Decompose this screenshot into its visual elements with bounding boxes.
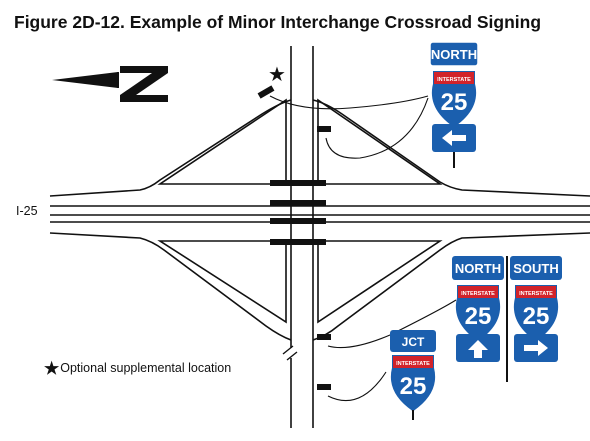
sign-location-markers xyxy=(257,85,331,390)
ramps-south xyxy=(49,232,590,341)
north-arrow-pointer xyxy=(52,72,118,88)
north-arrow xyxy=(52,66,168,102)
jct-label: JCT xyxy=(402,335,425,349)
legend: ★Optional supplemental location xyxy=(44,359,231,379)
cardinal-label: NORTH xyxy=(431,47,477,62)
ramp-island-se xyxy=(317,240,443,324)
cardinal-label: SOUTH xyxy=(513,261,559,276)
shield-top-label: INTERSTATE xyxy=(396,361,430,367)
sign-assembly-north-up: NORTH INTERSTATE 25 xyxy=(452,256,504,362)
cardinal-label: NORTH xyxy=(455,261,501,276)
cardinal-plaque xyxy=(510,256,562,280)
sign-assembly-north-left: NORTH INTERSTATE 25 xyxy=(429,41,479,168)
interstate-shield: INTERSTATE 25 xyxy=(513,285,559,341)
sign-assembly-south-right: SOUTH INTERSTATE 25 xyxy=(510,256,562,362)
route-number: 25 xyxy=(441,89,468,116)
sign-assembly-jct: JCT INTERSTATE 25 xyxy=(390,330,436,420)
up-arrow-icon xyxy=(468,340,488,358)
cardinal-plaque xyxy=(452,256,504,280)
shield-top-label: INTERSTATE xyxy=(437,77,471,83)
route-number: 25 xyxy=(400,373,427,400)
right-arrow-icon xyxy=(524,340,548,356)
route-number: 25 xyxy=(523,303,550,330)
cardinal-plaque xyxy=(429,41,479,67)
interstate-shield: INTERSTATE 25 xyxy=(390,355,436,411)
figure-title: Figure 2D-12. Example of Minor Interchan… xyxy=(14,12,542,32)
legend-text: Optional supplemental location xyxy=(60,361,232,375)
bridge-deck xyxy=(270,180,326,245)
ramp-island-nw xyxy=(157,98,287,185)
ramp-island-ne xyxy=(317,98,443,185)
interstate-shield: INTERSTATE 25 xyxy=(431,71,477,127)
interstate-shield: INTERSTATE 25 xyxy=(455,285,501,341)
left-arrow-icon xyxy=(442,130,466,146)
north-letter xyxy=(120,66,168,102)
sign-marker-1 xyxy=(317,126,331,132)
shield-top-label: INTERSTATE xyxy=(519,291,553,297)
sign-marker-optional xyxy=(257,85,275,99)
auxiliary-plaque xyxy=(390,330,436,352)
sign-marker-3 xyxy=(317,384,331,390)
ramps-north xyxy=(49,98,590,197)
optional-location-star: ★ xyxy=(268,62,286,86)
ramp-island-sw xyxy=(157,240,287,324)
star-icon: ★ xyxy=(44,359,60,378)
freeway-label: I-25 xyxy=(16,204,38,218)
sign-marker-2 xyxy=(317,334,331,340)
crossroad xyxy=(282,46,314,428)
shield-top-label: INTERSTATE xyxy=(461,291,495,297)
route-number: 25 xyxy=(465,303,492,330)
